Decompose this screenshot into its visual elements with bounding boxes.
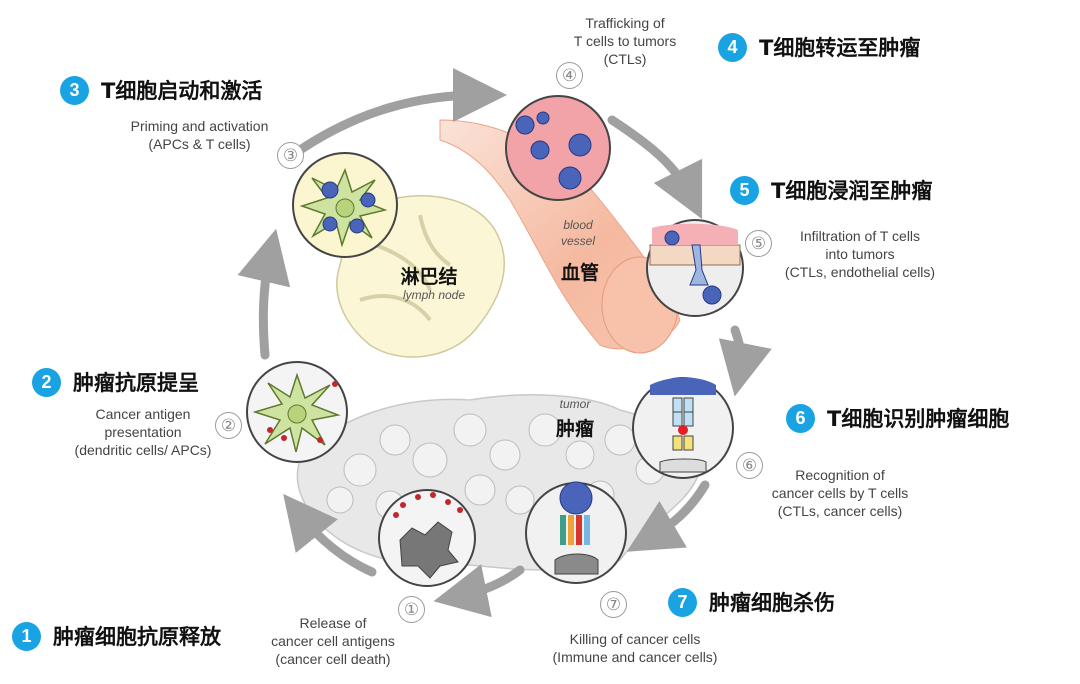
step-4-title: 4 T细胞转运至肿瘤 xyxy=(718,32,920,62)
stage-3-apc-illustration xyxy=(292,152,398,258)
step-2-number: ② xyxy=(215,412,242,439)
step-4-desc-line: T cells to tumors xyxy=(573,33,677,49)
lymph-node-cn-label: 淋巴结 xyxy=(400,266,458,288)
step-1-desc-line: cancer cell antigens xyxy=(271,633,395,649)
step-4-description: Trafficking of T cells to tumors (CTLs) xyxy=(555,14,695,68)
cycle-arrows xyxy=(237,68,772,618)
stage-2-dendritic-illustration xyxy=(246,361,348,463)
step-4-cn-title: T细胞转运至肿瘤 xyxy=(759,36,921,60)
step-5-desc-line: (CTLs, endothelial cells) xyxy=(784,264,936,280)
step-7-number: ⑦ xyxy=(600,591,627,618)
step-3-number: ③ xyxy=(277,142,304,169)
step-1-description: Release of cancer cell antigens (cancer … xyxy=(258,614,408,668)
blood-vessel-en-label-1: blood xyxy=(563,218,593,232)
step-1-desc-line: (cancer cell death) xyxy=(275,651,391,667)
step-4-desc-line: Trafficking of xyxy=(585,15,665,31)
step-5-number: ⑤ xyxy=(745,230,772,257)
step-1-badge: 1 xyxy=(12,621,41,651)
step-7-description: Killing of cancer cells (Immune and canc… xyxy=(520,630,750,666)
step-6-desc-line: (CTLs, cancer cells) xyxy=(777,503,903,519)
tumor-cn-label: 肿瘤 xyxy=(555,418,594,440)
stage-7-killing-illustration xyxy=(525,481,627,584)
step-7-desc-line: Killing of cancer cells xyxy=(569,631,701,647)
step-6-description: Recognition of cancer cells by T cells (… xyxy=(750,466,930,520)
step-3-desc-line: (APCs & T cells) xyxy=(148,136,251,152)
step-1-desc-line: Release of xyxy=(299,615,367,631)
step-7-desc-line: (Immune and cancer cells) xyxy=(552,649,718,665)
step-2-title: 2 肿瘤抗原提呈 xyxy=(32,367,199,397)
step-4-number: ④ xyxy=(556,62,583,89)
stage-5-infiltration-illustration xyxy=(646,219,744,317)
step-7-cn-title: 肿瘤细胞杀伤 xyxy=(709,591,835,615)
step-2-description: Cancer antigen presentation (dendritic c… xyxy=(58,405,228,459)
step-3-badge: 3 xyxy=(60,75,89,105)
step-1-cn-title: 肿瘤细胞抗原释放 xyxy=(53,625,221,649)
step-3-desc-line: Priming and activation xyxy=(130,118,269,134)
tumor-en-label: tumor xyxy=(559,397,591,411)
step-6-title: 6 T细胞识别肿瘤细胞 xyxy=(786,403,1009,433)
step-1-number: ① xyxy=(398,596,425,623)
blood-vessel-en-label-2: vessel xyxy=(560,234,595,248)
step-6-desc-line: Recognition of xyxy=(795,467,885,483)
step-3-cn-title: T细胞启动和激活 xyxy=(101,79,263,103)
step-5-title: 5 T细胞浸润至肿瘤 xyxy=(730,175,932,205)
step-2-desc-line: Cancer antigen xyxy=(95,406,191,422)
step-5-description: Infiltration of T cells into tumors (CTL… xyxy=(765,227,955,281)
step-7-badge: 7 xyxy=(668,587,697,617)
step-2-desc-line: (dendritic cells/ APCs) xyxy=(74,442,212,458)
step-4-desc-line: (CTLs) xyxy=(603,51,647,67)
stage-6-recognition-illustration xyxy=(632,377,734,479)
step-2-cn-title: 肿瘤抗原提呈 xyxy=(73,371,199,395)
step-6-desc-line: cancer cells by T cells xyxy=(771,485,909,501)
step-4-badge: 4 xyxy=(718,32,747,62)
step-2-desc-line: presentation xyxy=(104,424,182,440)
stage-1-cell-death-illustration xyxy=(378,489,476,587)
step-7-title: 7 肿瘤细胞杀伤 xyxy=(668,587,835,617)
stage-4-blood-illustration xyxy=(505,95,611,201)
step-1-title: 1 肿瘤细胞抗原释放 xyxy=(12,621,221,651)
blood-vessel-cn-label: 血管 xyxy=(560,262,599,284)
step-5-badge: 5 xyxy=(730,175,759,205)
step-6-number: ⑥ xyxy=(736,452,763,479)
step-3-description: Priming and activation (APCs & T cells) xyxy=(112,117,287,153)
step-3-title: 3 T细胞启动和激活 xyxy=(60,75,262,105)
step-5-desc-line: into tumors xyxy=(825,246,895,262)
lymph-node-en-label: lymph node xyxy=(402,288,466,302)
step-5-cn-title: T细胞浸润至肿瘤 xyxy=(771,179,933,203)
step-6-badge: 6 xyxy=(786,403,815,433)
step-6-cn-title: T细胞识别肿瘤细胞 xyxy=(827,407,1010,431)
step-5-desc-line: Infiltration of T cells xyxy=(799,228,921,244)
step-2-badge: 2 xyxy=(32,367,61,397)
